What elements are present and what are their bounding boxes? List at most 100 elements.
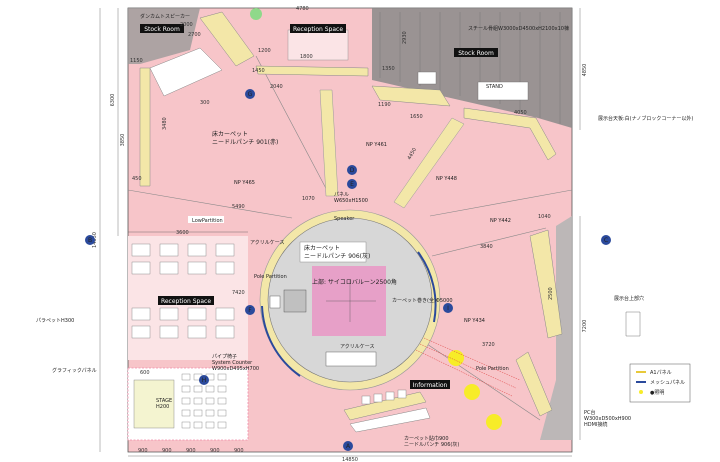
carpet-main-2: ニードルパンチ 901(赤): [212, 139, 278, 146]
information-label: Information: [413, 382, 448, 389]
acrylic-case-note-1: アクリルケース: [250, 239, 285, 246]
system-counter-note-2: W900xD495xH700: [212, 366, 259, 372]
dim-1650: 1650: [410, 114, 423, 120]
marker-c[interactable]: C: [601, 235, 611, 245]
pc-note-3: HDMI接続: [584, 421, 607, 428]
pc-note-2: W300xD500xH900: [584, 416, 631, 422]
marker-h[interactable]: H: [199, 375, 209, 385]
counter-right-side: [529, 229, 563, 339]
svg-text:D: D: [350, 167, 355, 174]
carpet-center-1: 床カーペット: [304, 244, 340, 252]
reception-left-label: Reception Space: [161, 298, 211, 305]
dim-1350: 1350: [382, 66, 395, 72]
steel-frame-note: スチール骨組W3000xD4500xH2100x10棟: [468, 25, 569, 32]
dim-left-3850: 3850: [120, 134, 126, 147]
marker-e[interactable]: E: [347, 179, 357, 189]
panel-label: パネル: [334, 192, 349, 198]
parapet-note: パラペットH300: [36, 318, 74, 324]
balloon-note: 上部: サイコロバルーン2500角: [312, 278, 397, 286]
svg-text:H: H: [202, 377, 207, 384]
dim-3480: 3480: [162, 117, 168, 130]
counter-top-center: [255, 65, 369, 77]
dim-300: 300: [200, 100, 210, 106]
light-2: [464, 384, 480, 400]
dim-600: 600: [140, 370, 150, 376]
marker-a[interactable]: A: [343, 441, 353, 451]
pipe-chairs: [181, 373, 227, 429]
dim-5490: 5490: [232, 204, 245, 210]
dim-top-4780: 4780: [296, 6, 309, 12]
pole-partition-left: Pole Partition: [254, 274, 287, 280]
panel-size: W650xH1500: [334, 198, 368, 204]
acrylic-case-note-2: アクリルケース: [340, 343, 375, 350]
dimension-lines: [99, 8, 581, 457]
stock-left-label: Stock Room: [144, 26, 180, 33]
dim-right-4850: 4850: [582, 64, 588, 77]
dim-total-width: 14850: [342, 457, 358, 462]
reception-top-tag: [290, 24, 346, 33]
np-y442: NP Y442: [490, 218, 511, 224]
system-counter-note-1: System Counter: [212, 360, 253, 366]
dim-2500: 2500: [548, 287, 554, 300]
np-y461: NP Y461: [366, 142, 387, 148]
svg-text:A: A: [346, 443, 351, 450]
stage-platform: [133, 379, 175, 429]
carpet-main-1: 床カーペット: [212, 130, 248, 138]
dim-3720: 3720: [482, 342, 495, 348]
pole-partition-right: Pole Partition: [476, 366, 509, 372]
pipe-chair-note: パイプ椅子: [212, 353, 237, 360]
stock-right-label: Stock Room: [458, 50, 494, 57]
marker-i[interactable]: I: [443, 303, 453, 313]
dim-4450: 4450: [407, 147, 419, 161]
stand-note: STAND: [486, 84, 503, 90]
svg-text:F: F: [248, 307, 252, 314]
counter-right-2: [463, 107, 557, 161]
svg-text:G: G: [248, 91, 253, 98]
bottom-tables: [361, 389, 407, 405]
ceiling-note: 展示台天板:白(ナノブロックコーナー以外): [598, 115, 693, 122]
dim-450: 450: [132, 176, 142, 182]
svg-text:900: 900: [210, 448, 220, 454]
dim-2700: 2700: [188, 32, 201, 38]
dim-1070: 1070: [302, 196, 315, 202]
np-y448: NP Y448: [436, 176, 457, 182]
marker-d[interactable]: D: [347, 165, 357, 175]
dim-right-7200: 7200: [582, 320, 588, 333]
spoke-lines: [127, 55, 573, 421]
pc-note-1: PC台: [584, 409, 596, 416]
dim-2930: 2930: [402, 31, 408, 44]
stock-right-tag: [454, 48, 498, 57]
dim-1200: 1200: [258, 48, 271, 54]
light-green: [250, 8, 262, 20]
dim-1800: 1800: [300, 54, 313, 60]
acrylic-case-left: [283, 289, 307, 313]
legend-mesh-label: メッシュパネル: [650, 380, 685, 386]
np-y434: NP Y434: [464, 318, 485, 324]
carpet-r-note: カーペット巻き(全)Φ5000: [392, 297, 453, 304]
steel-frame-box: [477, 81, 529, 101]
marker-g[interactable]: G: [245, 89, 255, 99]
stock-room-hatch: [379, 12, 561, 124]
center-blue-arc-2: [417, 251, 437, 323]
stage-h-label: H200: [156, 404, 169, 410]
stage-label: STAGE: [156, 398, 172, 404]
low-partition-label: LowPartition: [192, 218, 223, 224]
counter-right-lower: [515, 351, 553, 417]
corridor-right: [393, 117, 465, 209]
legend-spot-label: ●照明: [650, 390, 664, 396]
marker-b[interactable]: B: [85, 235, 95, 245]
speaker-note: Speaker: [334, 216, 355, 222]
reception-tables: [131, 243, 235, 339]
svg-text:900: 900: [186, 448, 196, 454]
stock-room-left: [128, 8, 200, 64]
corridor-top: [319, 89, 339, 197]
counter-right-1: [371, 85, 451, 107]
svg-text:B: B: [88, 237, 92, 244]
marker-f[interactable]: F: [245, 305, 255, 315]
small-box: [417, 71, 437, 85]
carpet-center-2: ニードルパンチ 906(灰): [304, 252, 370, 260]
bottom-900-ticks: 900 900 900 900 900: [138, 448, 244, 454]
stock-left-tag: [140, 24, 184, 33]
